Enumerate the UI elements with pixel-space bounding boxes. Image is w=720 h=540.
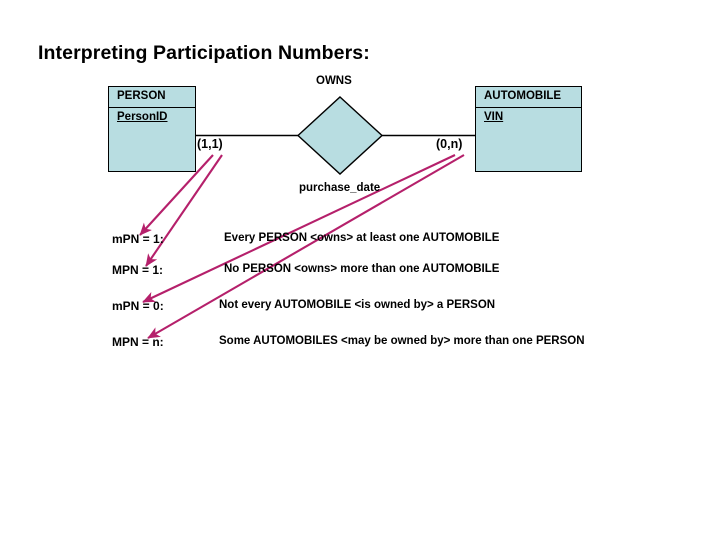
legend-description-mpn-min-1: Every PERSON <owns> at least one AUTOMOB… (224, 232, 500, 244)
relationship-label-owns: OWNS (316, 75, 352, 87)
legend-description-mpn-max-1: No PERSON <owns> more than one AUTOMOBIL… (224, 263, 500, 275)
relationship-diamond-owns (296, 96, 384, 175)
entity-attribute-vin: VIN (476, 108, 581, 128)
entity-name-person: PERSON (109, 87, 195, 108)
relationship-attribute-purchase-date: purchase_date (299, 182, 381, 194)
cardinality-label-person: (1,1) (197, 137, 223, 151)
entity-attribute-vin-label: VIN (484, 111, 504, 123)
cardinality-label-automobile: (0,n) (436, 137, 463, 151)
legend-description-mpn-min-0: Not every AUTOMOBILE <is owned by> a PER… (219, 299, 496, 311)
entity-attribute-personid: PersonID (109, 108, 195, 128)
page-title: Interpreting Participation Numbers: (38, 42, 370, 64)
legend-key-mpn-min-1: mPN = 1: (112, 232, 164, 246)
entity-box-automobile[interactable]: AUTOMOBILE VIN (475, 86, 582, 172)
legend-key-mpn-max-1: MPN = 1: (112, 263, 164, 277)
legend-row: mPN = 0: Not every AUTOMOBILE <is owned … (0, 299, 720, 317)
legend-key-mpn-max-n: MPN = n: (112, 335, 164, 349)
legend-row: MPN = 1: No PERSON <owns> more than one … (0, 263, 720, 281)
entity-box-person[interactable]: PERSON PersonID (108, 86, 196, 172)
legend-row: mPN = 1: Every PERSON <owns> at least on… (0, 232, 720, 250)
legend-row: MPN = n: Some AUTOMOBILES <may be owned … (0, 335, 720, 353)
entity-attribute-personid-label: PersonID (117, 111, 168, 123)
entity-name-automobile: AUTOMOBILE (476, 87, 581, 108)
legend-description-mpn-max-n: Some AUTOMOBILES <may be owned by> more … (219, 335, 585, 347)
legend-key-mpn-min-0: mPN = 0: (112, 299, 164, 313)
